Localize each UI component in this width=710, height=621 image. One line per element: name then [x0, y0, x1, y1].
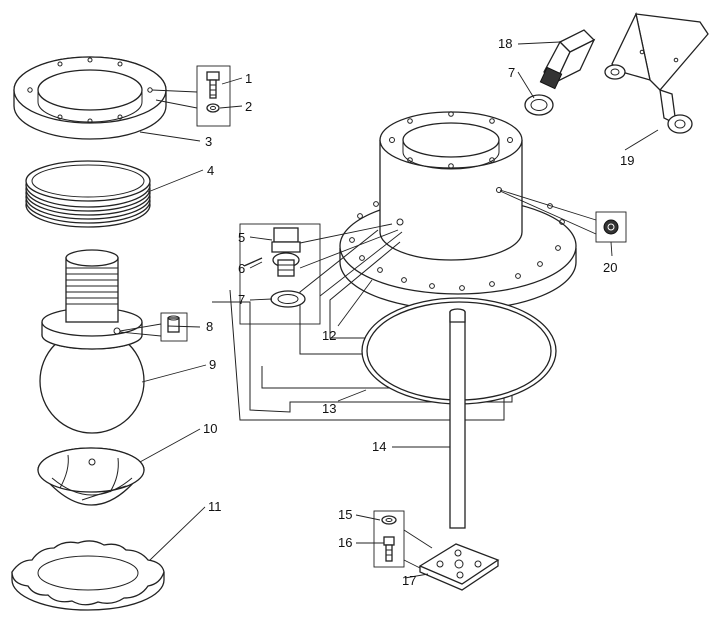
housing-body: [339, 111, 577, 311]
callout-5: 5: [238, 230, 245, 245]
callout-17: 17: [402, 573, 416, 588]
part-14-rod: [449, 308, 466, 529]
callout-8: 8: [206, 319, 213, 334]
callout-10: 10: [203, 421, 217, 436]
callout-7-lower: 7: [238, 292, 245, 307]
part-18-fitting-group: [524, 29, 596, 116]
part-3-flange-ring: [13, 56, 167, 140]
callout-20: 20: [603, 260, 617, 275]
callout-19: 19: [620, 153, 634, 168]
callout-9: 9: [209, 357, 216, 372]
callout-2: 2: [245, 99, 252, 114]
callout-3: 3: [205, 134, 212, 149]
part-17-plate: [418, 543, 500, 591]
part-5-6-7-plug-group: [239, 223, 403, 325]
part-11-wave-plate: [11, 540, 165, 611]
part-9-ball-pin: [39, 249, 145, 434]
callout-leaders: [139, 41, 659, 579]
callout-6: 6: [238, 261, 245, 276]
callout-11: 11: [208, 499, 222, 514]
callout-16: 16: [338, 535, 352, 550]
callout-13: 13: [322, 401, 336, 416]
callout-4: 4: [207, 163, 214, 178]
callout-15: 15: [338, 507, 352, 522]
callout-labels: 1 2 3 4 5 6 7 7 8 9 10 11 12 13 14 15 16…: [203, 36, 634, 588]
callout-18: 18: [498, 36, 512, 51]
callout-12: 12: [322, 328, 336, 343]
callout-14: 14: [372, 439, 386, 454]
callout-1: 1: [245, 71, 252, 86]
part-4-seal-ring: [25, 160, 151, 228]
part-10-ball-cup: [37, 447, 145, 506]
part-19-bracket: [604, 11, 709, 134]
part-1-2-bolt-washer-group: [151, 65, 231, 127]
callout-7-upper: 7: [508, 65, 515, 80]
